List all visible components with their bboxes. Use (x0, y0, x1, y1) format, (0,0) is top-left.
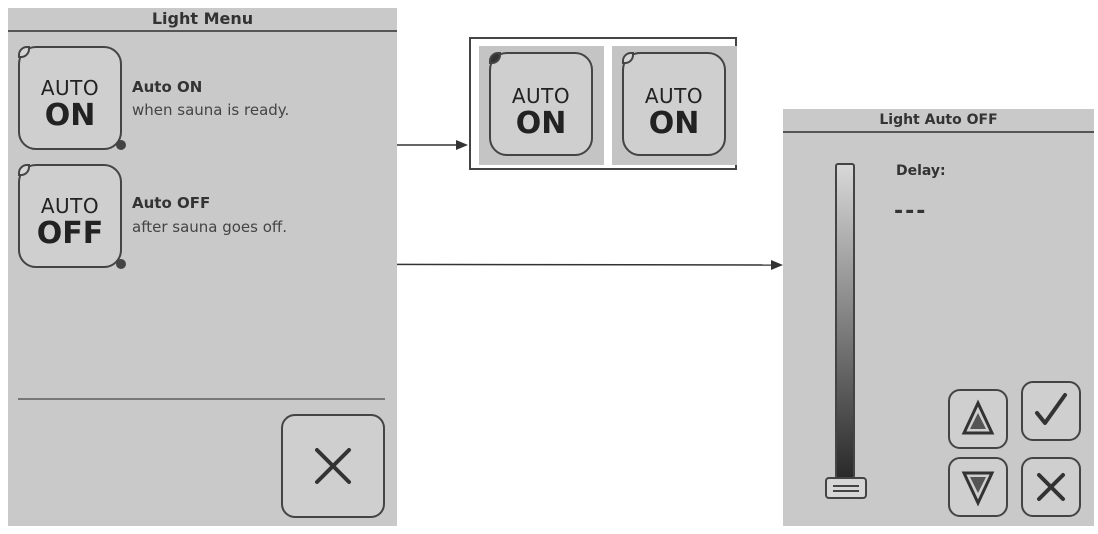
confirm-button[interactable] (1021, 381, 1081, 441)
auto-on-button[interactable]: AUTO ON (18, 46, 122, 150)
light-auto-off-panel: Light Auto OFF Delay: --- (783, 109, 1094, 526)
auto-off-description: after sauna goes off. (132, 218, 288, 236)
light-auto-off-title: Light Auto OFF (783, 109, 1094, 133)
close-icon (315, 448, 351, 484)
auto-off-button-bottom: OFF (36, 216, 104, 251)
close-button[interactable] (281, 414, 385, 518)
auto-on-title: Auto ON (132, 78, 203, 96)
light-menu-panel: Light Menu AUTO ON Auto ON when sauna is… (8, 8, 397, 526)
increase-button[interactable] (948, 389, 1008, 449)
auto-on-button-bottom: ON (44, 98, 96, 133)
preview-inactive-top: AUTO (644, 84, 704, 108)
connector-dot (116, 140, 126, 150)
selection-indicator-icon (18, 46, 30, 58)
selection-indicator-icon (18, 164, 30, 176)
delay-value: --- (894, 199, 928, 224)
auto-on-button-top: AUTO (40, 76, 100, 100)
close-icon (1037, 473, 1065, 501)
divider (18, 398, 385, 400)
grip-line (833, 490, 859, 492)
auto-on-inactive-button: AUTO ON (622, 52, 726, 156)
delay-slider-track[interactable] (835, 163, 855, 479)
delay-slider-handle[interactable] (825, 477, 867, 499)
grip-line (833, 485, 859, 487)
button-states-preview: AUTO ON AUTO ON (469, 37, 737, 170)
selected-indicator-icon (489, 52, 501, 64)
checkmark-icon (1035, 393, 1067, 425)
delay-label: Delay: (896, 163, 946, 179)
cancel-button[interactable] (1021, 457, 1081, 517)
preview-active-top: AUTO (511, 84, 571, 108)
preview-active-bottom: ON (515, 106, 567, 141)
active-state-preview: AUTO ON (479, 46, 604, 165)
auto-off-button[interactable]: AUTO OFF (18, 164, 122, 268)
preview-inactive-bottom: ON (648, 106, 700, 141)
auto-on-active-button: AUTO ON (489, 52, 593, 156)
auto-on-description: when sauna is ready. (132, 101, 290, 119)
light-menu-title: Light Menu (8, 8, 397, 32)
auto-off-title: Auto OFF (132, 194, 211, 212)
decrease-button[interactable] (948, 457, 1008, 517)
auto-off-button-top: AUTO (40, 194, 100, 218)
down-arrow-icon (961, 471, 995, 507)
unselected-indicator-icon (622, 52, 634, 64)
inactive-state-preview: AUTO ON (612, 46, 737, 165)
up-arrow-icon (961, 399, 995, 435)
connector-dot (116, 259, 126, 269)
